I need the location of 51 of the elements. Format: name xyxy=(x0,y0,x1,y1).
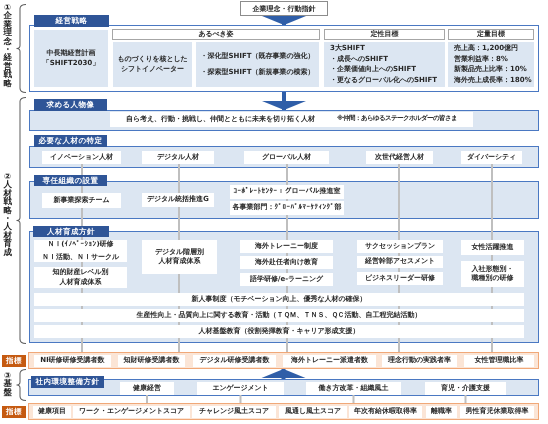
connector-line xyxy=(178,338,180,352)
connector-line xyxy=(398,164,400,240)
connector-line xyxy=(81,288,83,293)
connector-line xyxy=(81,262,83,267)
goal-card xyxy=(196,42,319,87)
goal-card xyxy=(448,42,534,87)
connector-line xyxy=(398,338,400,352)
program-box xyxy=(34,240,127,262)
connector-line xyxy=(81,322,83,325)
connector-line xyxy=(398,285,400,293)
connector-line xyxy=(491,164,493,240)
connector-line xyxy=(81,164,83,193)
connector-line xyxy=(286,338,288,352)
connector-line xyxy=(286,215,288,240)
connector-line xyxy=(81,338,83,352)
connector-line xyxy=(398,322,400,325)
connector-line xyxy=(491,338,493,352)
connector-line xyxy=(178,322,180,325)
connector-line xyxy=(286,199,288,201)
connector-line xyxy=(286,306,288,309)
connector-line xyxy=(398,253,400,256)
goal-card xyxy=(324,42,445,87)
connector-line xyxy=(146,395,148,403)
connector-line xyxy=(81,208,83,240)
connector-line xyxy=(81,306,83,309)
connector-line xyxy=(240,395,242,403)
chevron-arrow xyxy=(262,369,306,379)
connector-line xyxy=(286,286,288,293)
connector-line xyxy=(398,306,400,309)
connector-line xyxy=(491,255,493,261)
connector-line xyxy=(286,253,288,256)
statement-box xyxy=(110,112,473,127)
connector-line xyxy=(178,306,180,309)
connector-line xyxy=(491,287,493,293)
connector-line xyxy=(352,395,354,403)
connector-line xyxy=(286,322,288,325)
section-label: ②人材戦略・人材育成 xyxy=(2,172,13,256)
section-panel xyxy=(28,379,539,396)
connector-line xyxy=(178,274,180,293)
connector-line xyxy=(398,268,400,272)
chevron-arrow xyxy=(262,92,306,110)
connector-line xyxy=(491,306,493,309)
connector-line xyxy=(286,269,288,273)
chevron-arrow xyxy=(262,16,306,25)
connector-line xyxy=(178,164,180,193)
section-label: ①企業理念・経営戦略 xyxy=(2,3,13,88)
section-label: ③基盤 xyxy=(2,371,13,396)
connector-line xyxy=(286,164,288,185)
connector-line xyxy=(491,322,493,325)
connector-line xyxy=(178,207,180,240)
connector-line xyxy=(464,395,466,403)
